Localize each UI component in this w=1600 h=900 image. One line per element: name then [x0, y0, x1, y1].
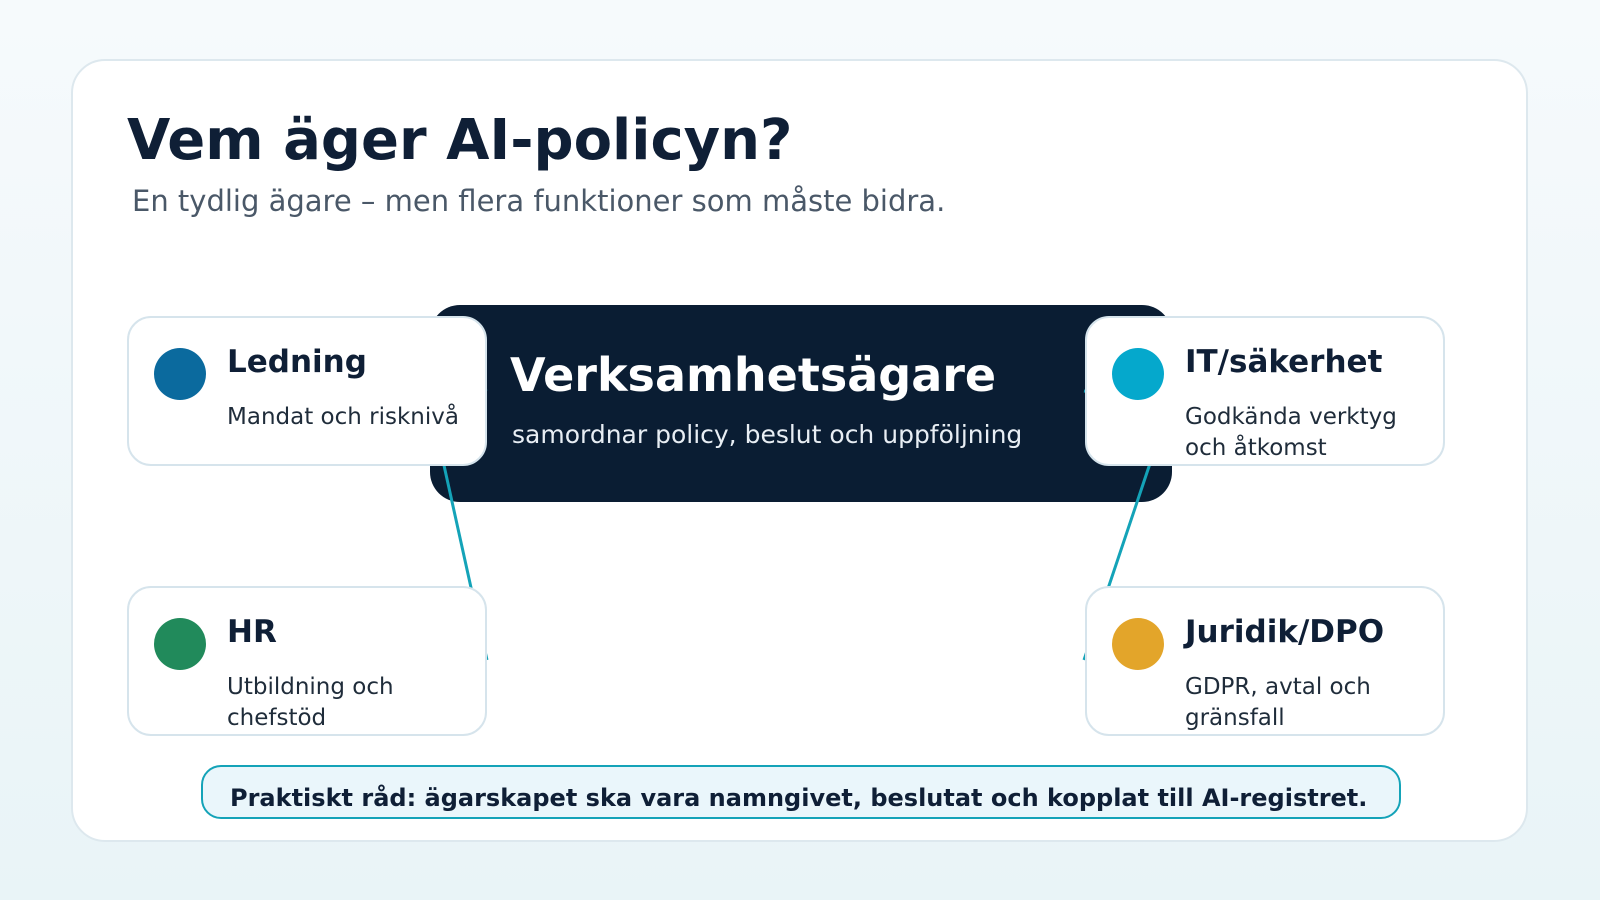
role-description: Utbildning och chefstöd	[227, 674, 394, 731]
center-owner-box	[430, 305, 1172, 502]
role-description: Mandat och risknivå	[227, 404, 459, 430]
tip-box	[201, 765, 1401, 819]
role-title: Ledning	[227, 344, 367, 380]
role-description: GDPR, avtal och gränsfall	[1185, 674, 1371, 731]
role-card-it-sakerhet: IT/säkerhet Godkända verktyg och åtkomst	[1085, 316, 1445, 466]
role-title: Juridik/DPO	[1185, 614, 1385, 650]
center-owner-title: Verksamhetsägare	[510, 348, 997, 402]
role-description: Godkända verktyg och åtkomst	[1185, 404, 1397, 461]
role-dot-icon	[154, 348, 206, 400]
center-owner-subtitle: samordnar policy, beslut och uppföljning	[512, 420, 1023, 449]
role-dot-icon	[154, 618, 206, 670]
role-dot-icon	[1112, 618, 1164, 670]
role-card-ledning: Ledning Mandat och risknivå	[127, 316, 487, 466]
role-title: HR	[227, 614, 277, 650]
role-card-juridik-dpo: Juridik/DPO GDPR, avtal och gränsfall	[1085, 586, 1445, 736]
role-title: IT/säkerhet	[1185, 344, 1383, 380]
page-title: Vem äger AI-policyn?	[127, 108, 793, 173]
page-subtitle: En tydlig ägare – men flera funktioner s…	[132, 184, 946, 218]
tip-text: Praktiskt råd: ägarskapet ska vara namng…	[230, 784, 1368, 812]
role-card-hr: HR Utbildning och chefstöd	[127, 586, 487, 736]
role-dot-icon	[1112, 348, 1164, 400]
